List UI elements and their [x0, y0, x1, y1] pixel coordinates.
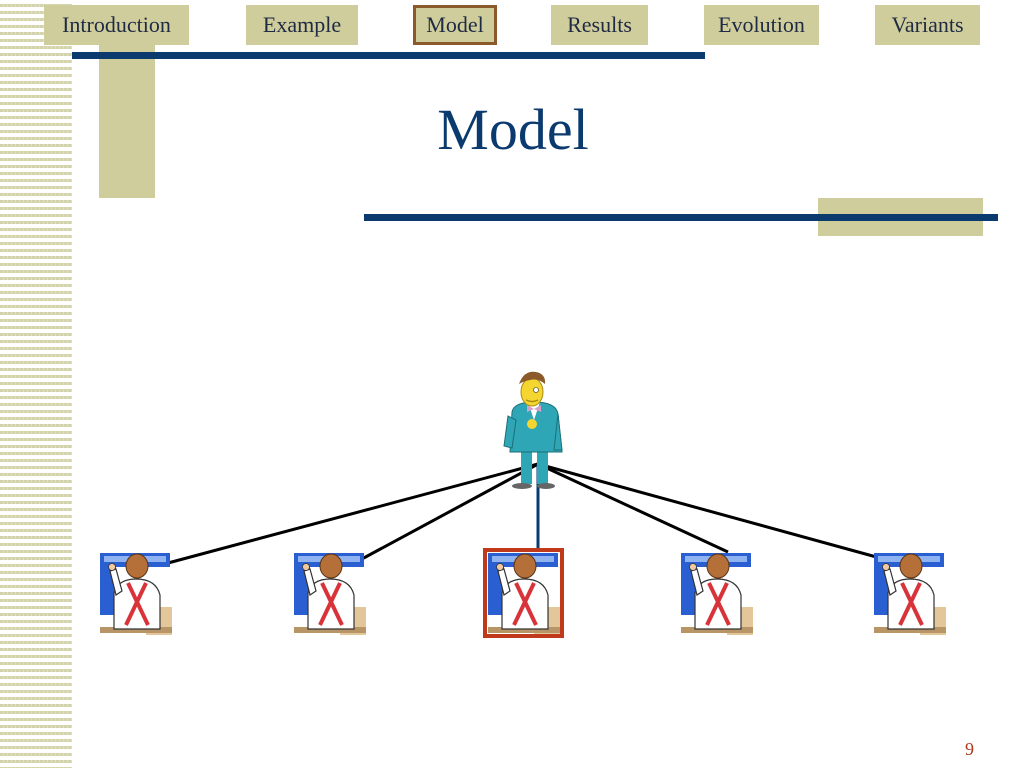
worker-icon-2: [292, 551, 368, 637]
manager-icon: [503, 371, 563, 489]
tan-accent-block-left: [99, 40, 155, 198]
worker-icon-3-highlighted: [483, 548, 564, 638]
tab-evolution[interactable]: Evolution: [704, 5, 819, 45]
worker-icon-4: [679, 551, 755, 637]
tab-results[interactable]: Results: [551, 5, 648, 45]
page-number: 9: [965, 739, 974, 759]
worker-icon-1: [98, 551, 174, 637]
title-navy-rule: [364, 214, 998, 221]
left-stripe-decoration: [0, 0, 72, 768]
tab-introduction[interactable]: Introduction: [44, 5, 189, 45]
left-stripe-texture: [0, 0, 72, 768]
slide-title: Model: [437, 97, 589, 162]
top-navy-rule: [72, 52, 705, 59]
connection-lines: [167, 462, 881, 565]
worker-icon-5: [872, 551, 948, 637]
tab-variants[interactable]: Variants: [875, 5, 980, 45]
tab-model[interactable]: Model: [413, 5, 497, 45]
highlight-frame: [483, 548, 564, 638]
tab-example[interactable]: Example: [246, 5, 358, 45]
